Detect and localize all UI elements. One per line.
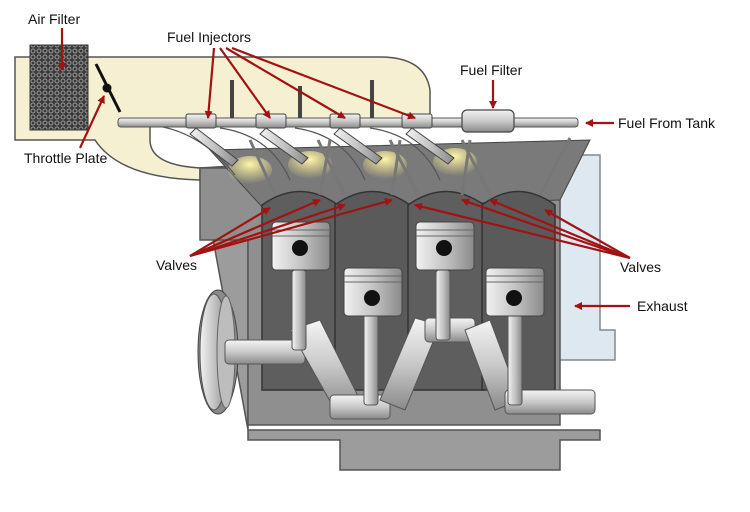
label-fuel-from-tank: Fuel From Tank (618, 115, 716, 131)
piston-2 (343, 267, 403, 317)
piston-1 (271, 221, 331, 271)
piston-4 (485, 267, 545, 317)
callout-arrows (58, 28, 631, 310)
label-throttle-plate: Throttle Plate (24, 150, 107, 166)
label-fuel-injectors: Fuel Injectors (167, 29, 251, 45)
crankshaft (224, 317, 596, 420)
label-valves-right: Valves (620, 259, 661, 275)
crank-pulley (197, 289, 239, 415)
air-filter (29, 44, 89, 131)
valves (248, 137, 572, 196)
fuel-filter (461, 109, 515, 133)
connecting-rods (291, 269, 523, 406)
label-fuel-filter: Fuel Filter (460, 62, 523, 78)
piston-3 (415, 221, 475, 271)
label-valves-left: Valves (156, 257, 197, 273)
label-exhaust: Exhaust (637, 298, 688, 314)
label-air-filter: Air Filter (28, 11, 80, 27)
